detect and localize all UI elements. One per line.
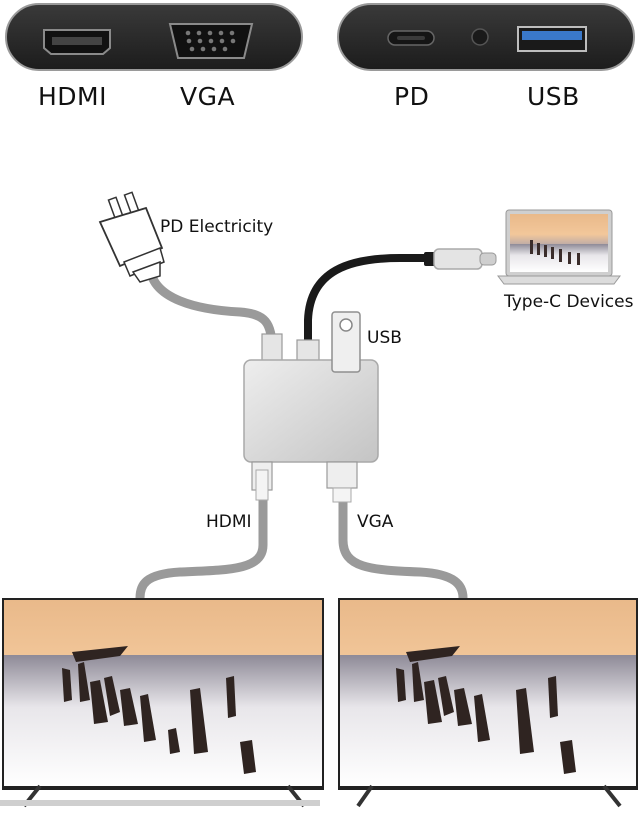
power-cable <box>145 260 277 355</box>
monitor-icon <box>0 598 324 808</box>
usb-connection-label: USB <box>367 328 402 348</box>
usb-flash-drive <box>331 311 361 373</box>
usb-c-port-icon <box>387 30 435 46</box>
monitor-icon <box>338 598 638 808</box>
pd-port-label: PD <box>394 82 430 111</box>
led-indicator-icon <box>471 28 489 46</box>
usb-a-port-icon <box>517 26 587 52</box>
pd-electricity-label: PD Electricity <box>160 217 274 237</box>
hdmi-cable <box>135 495 268 603</box>
usb-port-label: USB <box>527 82 580 111</box>
hdmi-connection-label: HDMI <box>206 512 252 532</box>
hdmi-port-label: HDMI <box>38 82 107 111</box>
vga-connection-label: VGA <box>357 512 394 532</box>
vga-cable <box>338 495 468 603</box>
hdmi-port-icon <box>43 29 111 55</box>
vga-port-icon <box>168 23 254 59</box>
hub-body <box>243 333 379 503</box>
usb-c-cable <box>304 254 436 354</box>
type-c-devices-label: Type-C Devices <box>504 292 634 312</box>
laptop-icon <box>497 209 621 285</box>
usb-c-connector <box>424 248 497 270</box>
vga-port-label: VGA <box>180 82 236 111</box>
power-plug-icon <box>98 191 165 283</box>
